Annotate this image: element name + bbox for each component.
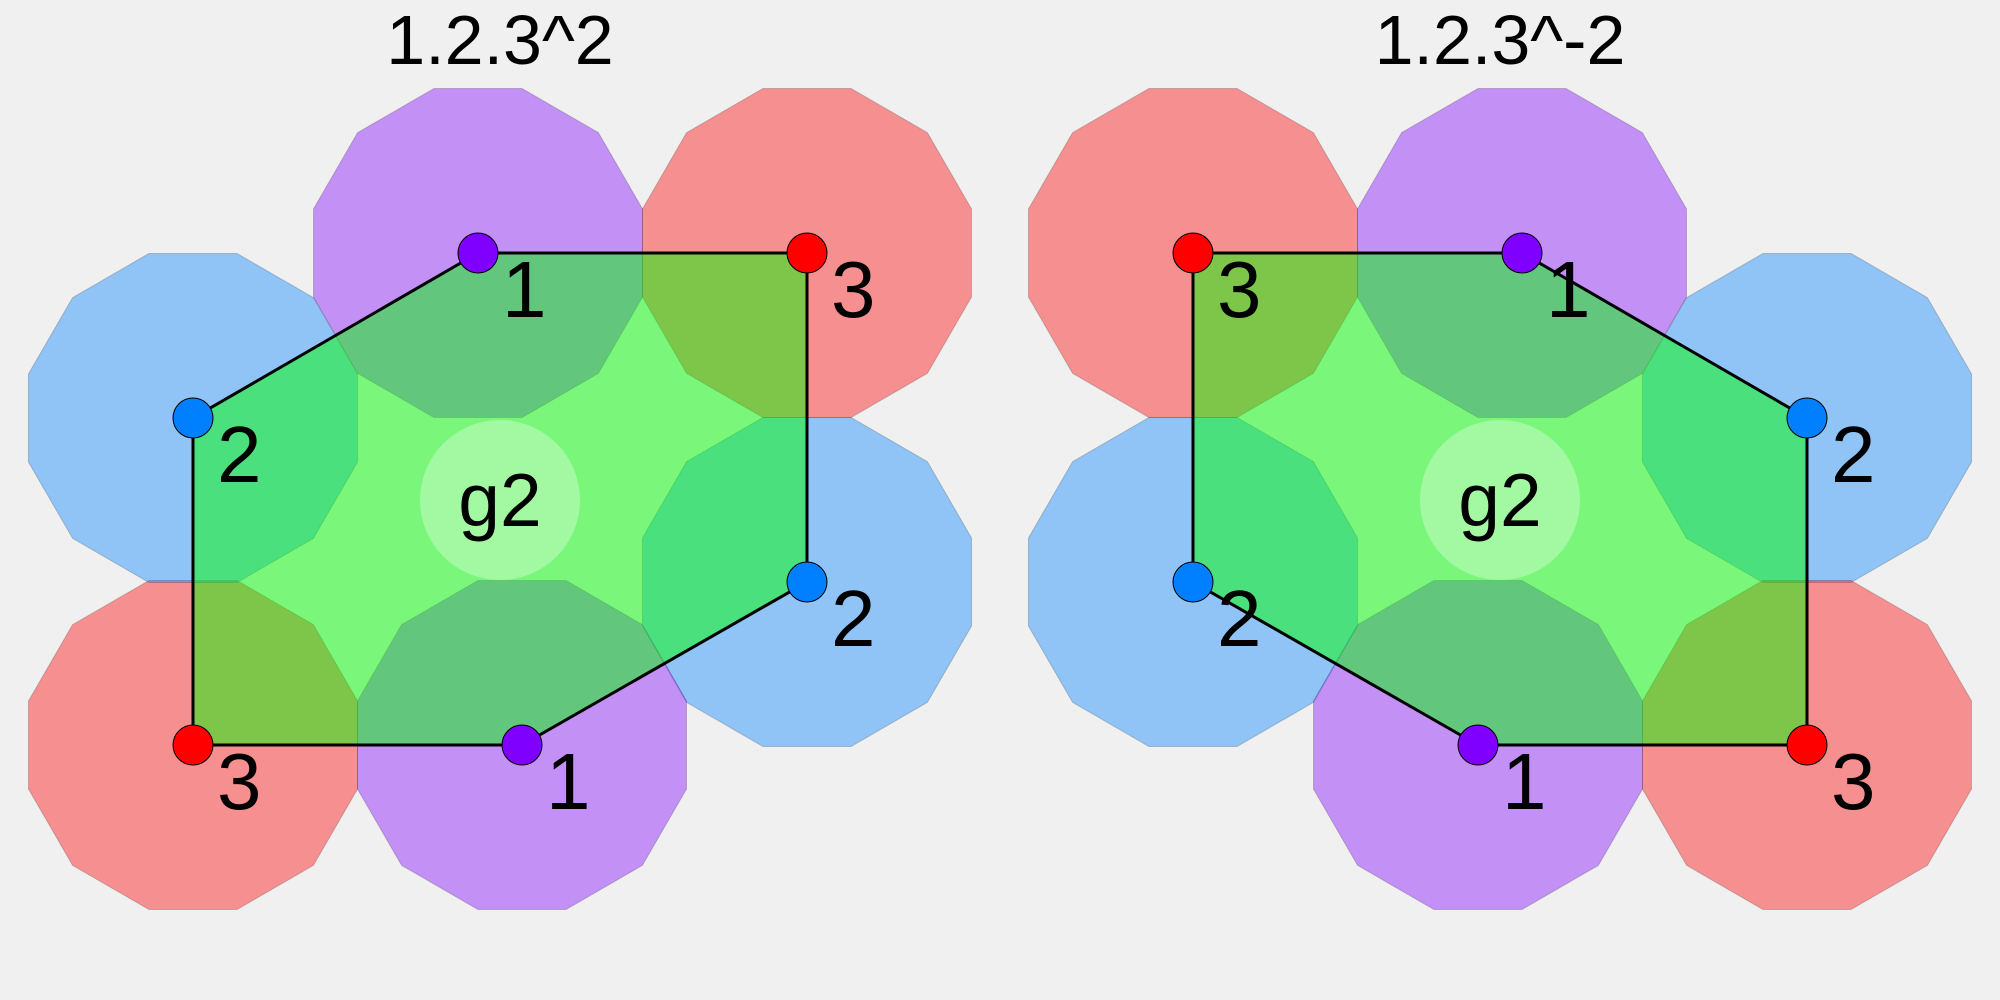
vertex-dot-3 [172,724,214,766]
vertex-dot-3 [1786,724,1828,766]
vertex-label: 3 [1831,737,1876,826]
panel-title-left: 1.2.3^2 [386,1,613,79]
center-label: g2 [458,458,541,542]
vertex-label: 1 [1502,737,1547,826]
vertex-dot-2 [172,397,214,439]
vertex-label: 1 [502,245,547,334]
vertex-label: 1 [546,737,591,826]
center-disc [1420,420,1580,580]
vertex-label: 2 [1217,574,1262,663]
vertex-label: 3 [217,737,262,826]
vertex-label: 2 [831,574,876,663]
vertex-label: 3 [831,245,876,334]
vertex-label: 3 [1217,245,1262,334]
panel-right: g2 3 1 2 3 1 2 [1028,88,1972,910]
vertex-dot-2 [1786,397,1828,439]
vertex-label: 2 [217,410,262,499]
vertex-dot-1 [1457,724,1499,766]
vertex-dot-3 [786,232,828,274]
panel-title-right: 1.2.3^-2 [1375,1,1626,79]
vertex-label: 1 [1546,245,1591,334]
vertex-dot-1 [1501,232,1543,274]
vertex-dot-2 [1172,561,1214,603]
fundamental-region [1193,253,1807,745]
vertex-dot-1 [501,724,543,766]
vertex-label: 2 [1831,410,1876,499]
vertex-dot-3 [1172,232,1214,274]
panel-left: g2 1 3 2 1 3 2 [28,88,972,910]
center-disc [420,420,580,580]
fundamental-region [193,253,807,745]
vertex-dot-1 [457,232,499,274]
center-label: g2 [1458,458,1541,542]
vertex-dot-2 [786,561,828,603]
